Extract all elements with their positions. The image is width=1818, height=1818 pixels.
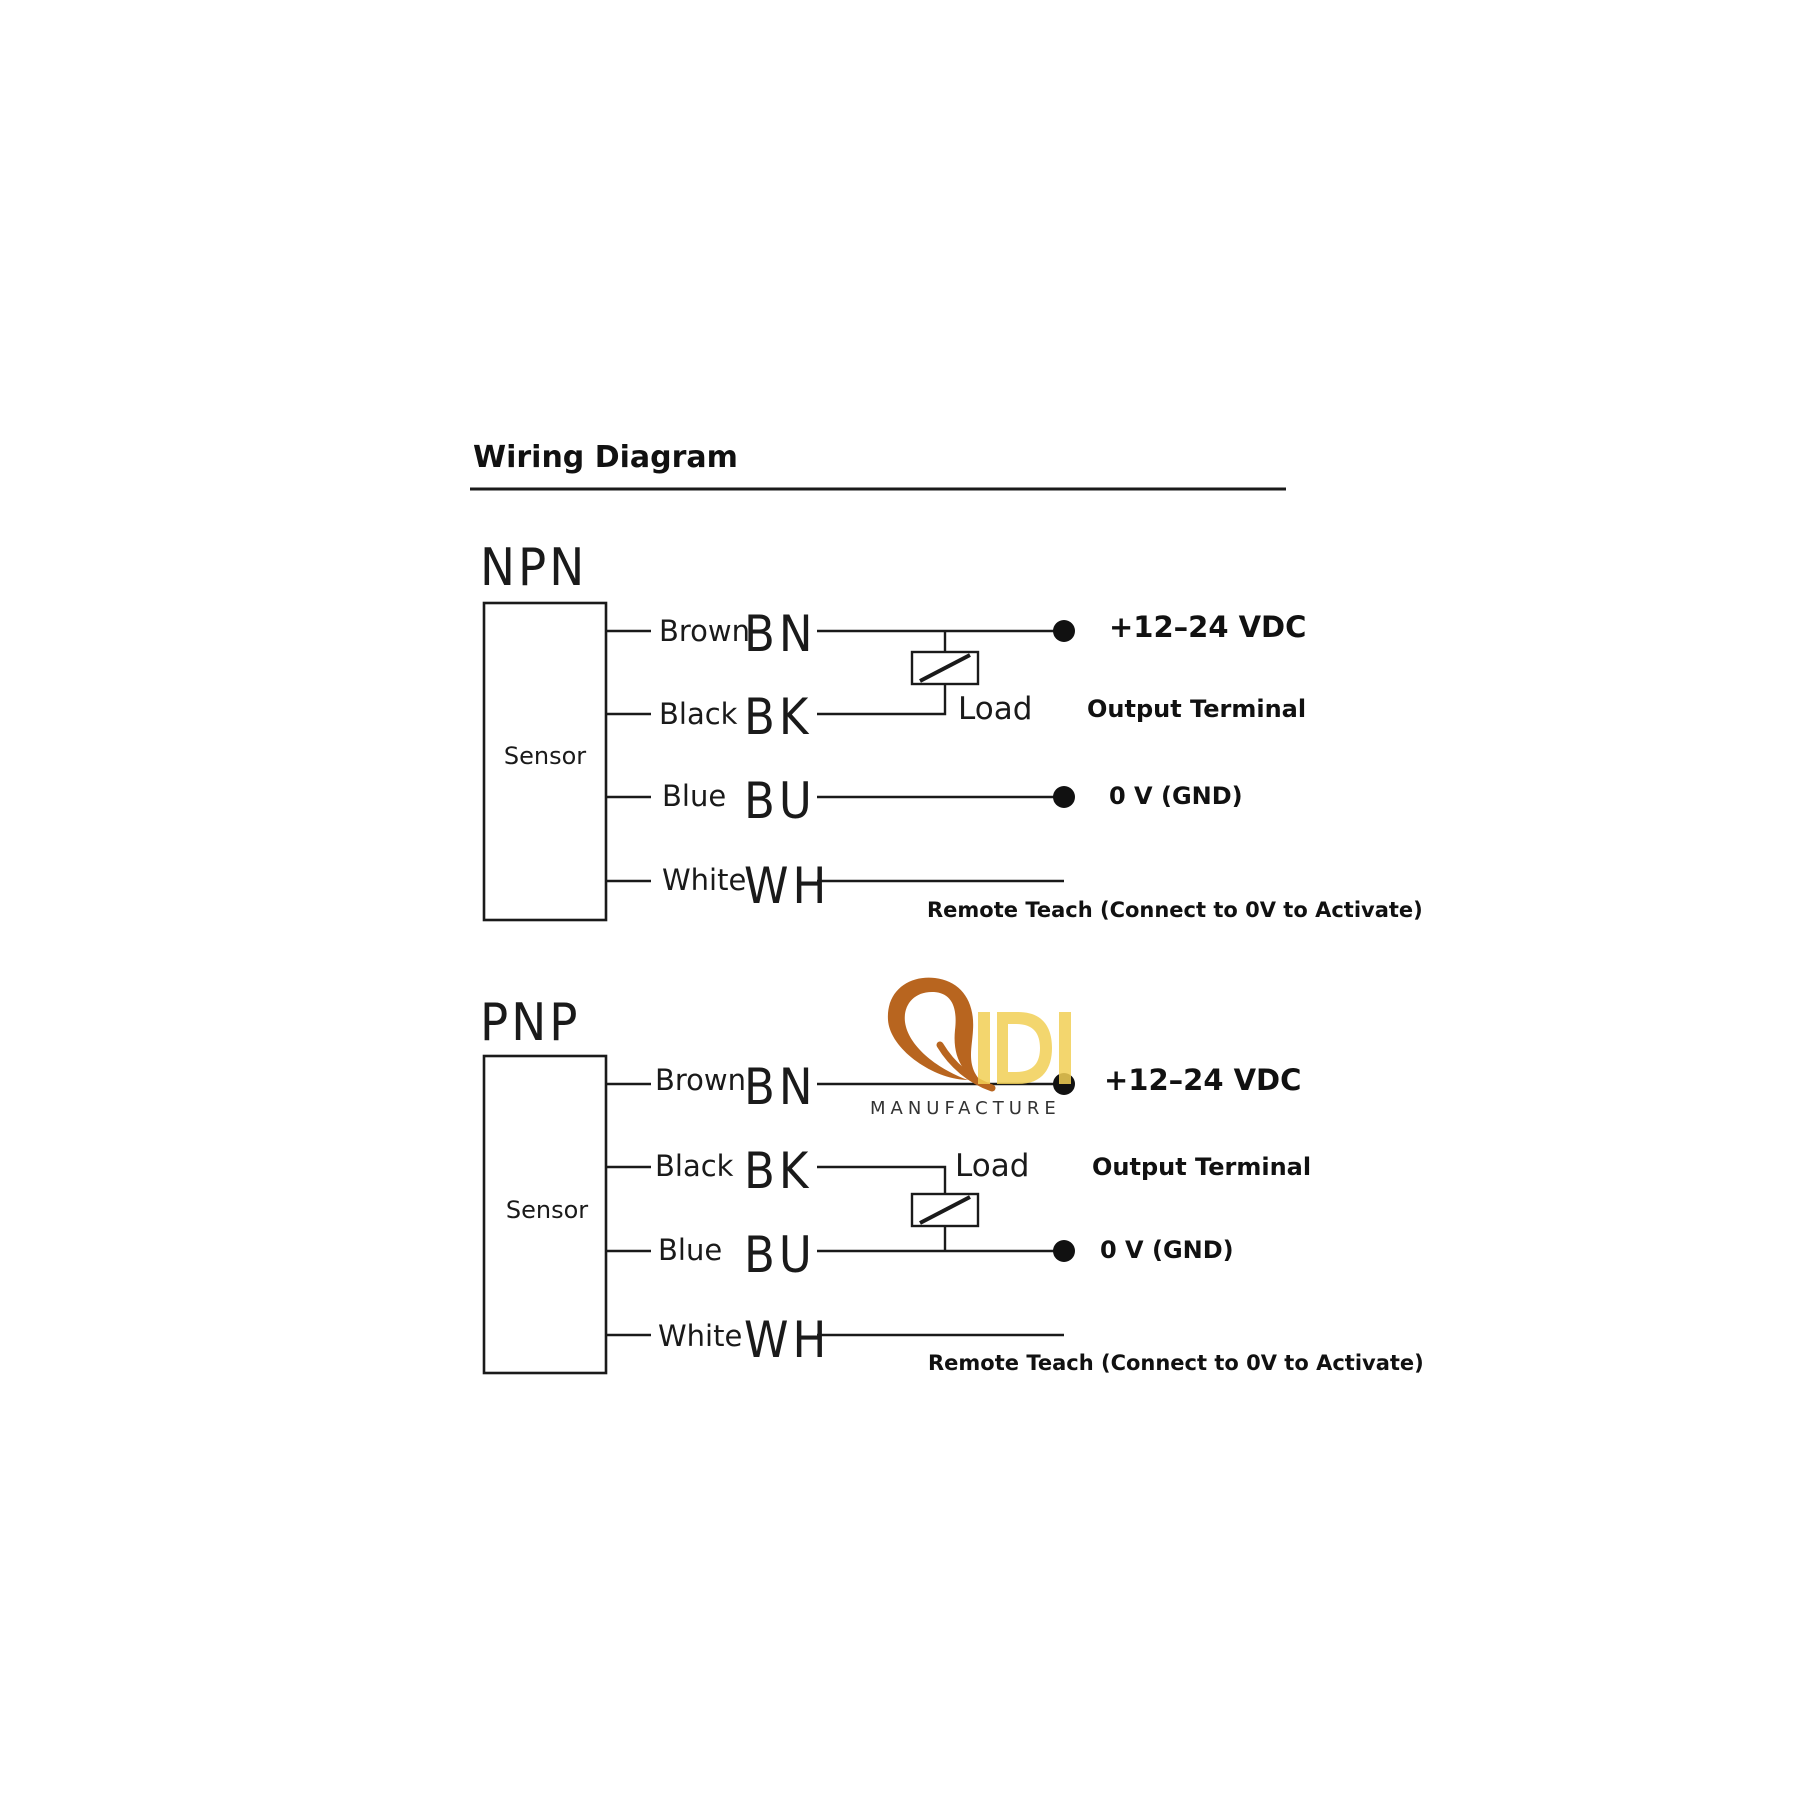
npn-heading: NPN <box>480 538 587 598</box>
npn-sensor-label: Sensor <box>504 742 586 770</box>
logo-idi-mark <box>978 1012 1071 1084</box>
pnp-teach-label: Remote Teach (Connect to 0V to Activate) <box>928 1351 1424 1375</box>
npn-output-label: Output Terminal <box>1087 695 1306 723</box>
npn-load-label: Load <box>958 691 1032 727</box>
pnp-wire-blue-label: Blue <box>658 1233 722 1267</box>
npn-code-bn: BN <box>744 605 817 663</box>
npn-code-bu: BU <box>744 772 816 830</box>
pnp-section: PNP Sensor Brown Black Blue White BN BK … <box>480 993 1424 1375</box>
logo-tagline: MANUFACTURE <box>870 1098 1061 1119</box>
pnp-sensor-box <box>482 1054 608 1375</box>
npn-load-icon <box>910 650 980 686</box>
pnp-code-bk: BK <box>744 1142 812 1200</box>
pnp-code-bn: BN <box>744 1058 817 1116</box>
pnp-output-label: Output Terminal <box>1092 1153 1311 1181</box>
logo-q-mark <box>887 977 985 1085</box>
pnp-sensor-label: Sensor <box>506 1196 588 1224</box>
npn-code-wh: WH <box>744 857 830 915</box>
qidi-watermark-logo: MANUFACTURE <box>870 977 1071 1119</box>
pnp-supply-label: +12–24 VDC <box>1104 1063 1301 1097</box>
npn-supply-label: +12–24 VDC <box>1109 610 1306 644</box>
npn-wire-white-label: White <box>662 863 746 897</box>
pnp-wire-black-label: Black <box>655 1149 734 1183</box>
pnp-load-icon <box>910 1192 980 1228</box>
npn-wire-brown-label: Brown <box>659 614 750 648</box>
npn-sensor-box <box>482 601 608 922</box>
pnp-wire-white-label: White <box>658 1319 742 1353</box>
npn-wire-black-label: Black <box>659 697 738 731</box>
page-title: Wiring Diagram <box>473 440 738 475</box>
pnp-ground-terminal-dot <box>1053 1240 1075 1262</box>
pnp-ground-label: 0 V (GND) <box>1100 1236 1234 1264</box>
npn-code-bk: BK <box>744 688 812 746</box>
npn-ground-terminal-dot <box>1053 786 1075 808</box>
pnp-code-bu: BU <box>744 1226 816 1284</box>
pnp-heading: PNP <box>480 993 580 1053</box>
pnp-wire-brown-label: Brown <box>655 1063 746 1097</box>
npn-teach-label: Remote Teach (Connect to 0V to Activate) <box>927 898 1423 922</box>
npn-wire-blue-label: Blue <box>662 779 726 813</box>
npn-ground-label: 0 V (GND) <box>1109 782 1243 810</box>
npn-section: NPN Sensor Brown Black Blue White BN BK … <box>480 538 1423 922</box>
pnp-load-label: Load <box>955 1148 1029 1184</box>
pnp-code-wh: WH <box>744 1311 830 1369</box>
npn-supply-terminal-dot <box>1053 620 1075 642</box>
